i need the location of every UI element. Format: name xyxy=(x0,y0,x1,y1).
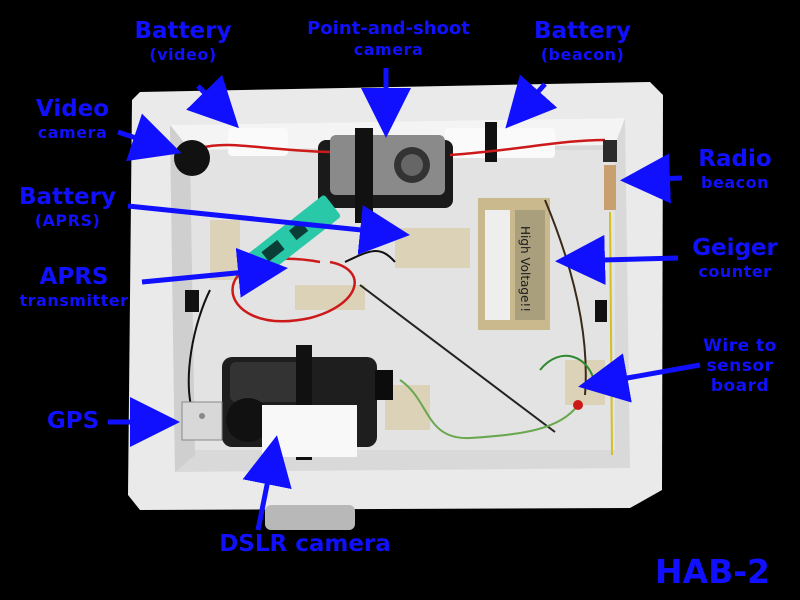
video-camera xyxy=(174,140,210,176)
label-sub: camera xyxy=(37,123,108,142)
label-wire-to-sensor: Wire to sensor board xyxy=(690,338,790,395)
battery-video xyxy=(228,128,288,156)
label-line2: sensor xyxy=(706,356,774,376)
radio-beacon xyxy=(603,140,617,456)
label-sub: camera xyxy=(353,40,424,59)
label-sub: (APRS) xyxy=(34,211,101,230)
label-title: Battery xyxy=(134,18,232,44)
label-arrows xyxy=(108,68,701,531)
label-sub: beacon xyxy=(701,173,769,192)
label-radio-beacon: Radio beacon xyxy=(685,148,785,191)
label-title: Point-and-shoot xyxy=(307,18,470,39)
geiger-board-label: High Voltage!! xyxy=(518,226,532,312)
label-geiger-counter: Geiger counter xyxy=(685,237,785,280)
label-sub: transmitter xyxy=(19,291,129,310)
gps-module xyxy=(181,401,223,441)
label-video-camera: Video camera xyxy=(25,98,120,141)
label-line1: Wire to xyxy=(703,336,777,356)
label-line3: board xyxy=(710,376,770,396)
box-stand xyxy=(265,505,355,530)
label-title: Battery xyxy=(19,184,116,210)
label-point-and-shoot: Point-and-shoot camera xyxy=(276,20,501,58)
point-and-shoot-camera xyxy=(318,128,453,223)
label-battery-video: Battery (video) xyxy=(128,20,238,63)
label-gps: GPS xyxy=(38,410,108,433)
label-title: Battery xyxy=(534,18,631,44)
label-aprs-transmitter: APRS transmitter xyxy=(8,266,140,309)
label-battery-beacon: Battery (beacon) xyxy=(525,20,640,63)
geiger-counter-board xyxy=(478,198,550,330)
label-title: APRS xyxy=(39,264,109,290)
label-sub: counter xyxy=(698,262,772,281)
label-sub: (beacon) xyxy=(540,45,625,64)
label-title: GPS xyxy=(46,408,100,434)
label-sub: (video) xyxy=(149,45,217,64)
battery-beacon xyxy=(445,128,555,158)
label-battery-aprs: Battery (APRS) xyxy=(10,186,125,229)
wall-clip xyxy=(185,290,199,312)
label-title: Geiger xyxy=(692,235,778,261)
wall-clip xyxy=(595,300,607,322)
label-dslr-camera: DSLR camera xyxy=(205,533,405,556)
label-title: Video xyxy=(35,96,110,122)
label-title: DSLR camera xyxy=(219,531,391,557)
label-title: Radio xyxy=(698,146,772,172)
project-title: HAB-2 xyxy=(655,552,770,591)
